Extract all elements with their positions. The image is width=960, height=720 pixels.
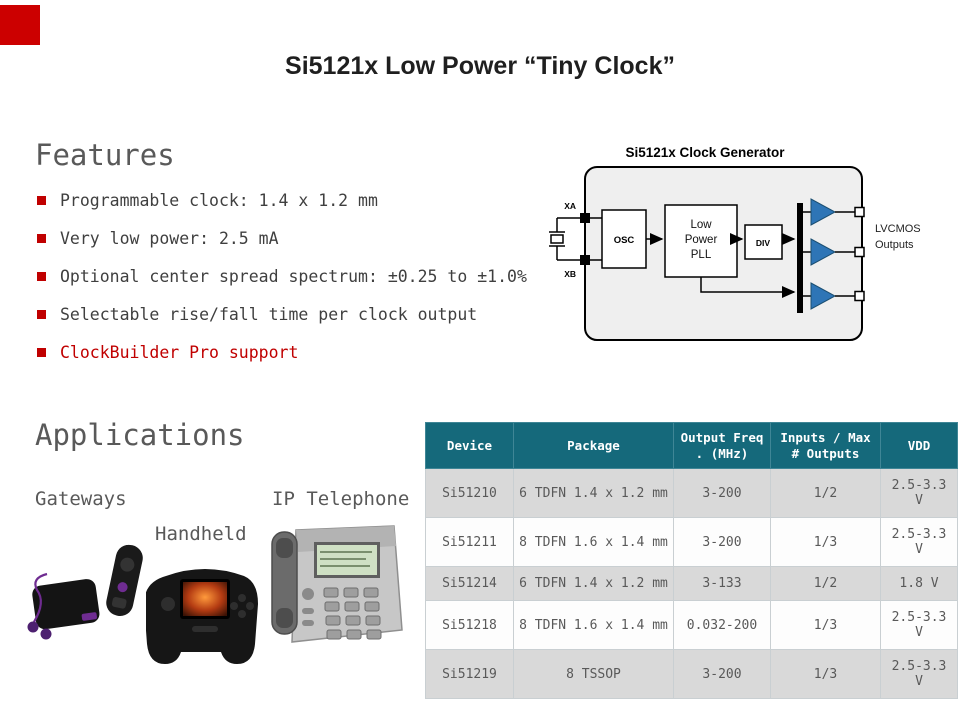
handheld-image xyxy=(146,569,258,664)
diagram-title: Si5121x Clock Generator xyxy=(625,145,785,160)
cell-output-freq: 0.032-200 xyxy=(673,600,771,651)
ip-telephone-image xyxy=(271,525,403,643)
feature-item: Programmable clock: 1.4 x 1.2 mm xyxy=(37,190,547,212)
cell-inputs-outputs: 1/2 xyxy=(770,566,881,602)
col-header-vdd: VDD xyxy=(880,421,958,470)
table-row: Si51211 8 TDFN 1.6 x 1.4 mm 3-200 1/3 2.… xyxy=(425,517,958,568)
feature-text: Very low power: 2.5 mA xyxy=(60,229,279,248)
pll-block xyxy=(664,204,738,278)
bullet-icon xyxy=(37,348,46,357)
xa-pin xyxy=(580,213,590,223)
gateways-image xyxy=(27,544,143,640)
bullet-icon xyxy=(37,272,46,281)
app-label-ip-telephone: IP Telephone xyxy=(272,488,410,510)
col-header-device: Device xyxy=(425,421,514,470)
app-label-handheld: Handheld xyxy=(155,523,247,545)
feature-item: Very low power: 2.5 mA xyxy=(37,228,547,250)
crystal-icon xyxy=(549,217,580,261)
cell-output-freq: 3-200 xyxy=(673,468,771,519)
xa-label: XA xyxy=(564,201,576,211)
cell-vdd: 2.5-3.3 V xyxy=(880,649,958,700)
cell-device: Si51214 xyxy=(425,566,514,602)
table-row: Si51210 6 TDFN 1.4 x 1.2 mm 3-200 1/2 2.… xyxy=(425,468,958,519)
applications-heading: Applications xyxy=(35,418,245,452)
wire-pll-bypass xyxy=(700,277,796,298)
cell-package: 8 TDFN 1.6 x 1.4 mm xyxy=(513,600,674,651)
feature-item: Optional center spread spectrum: ±0.25 t… xyxy=(37,266,547,288)
slide-title: Si5121x Low Power “Tiny Clock” xyxy=(285,52,675,80)
cell-device: Si51218 xyxy=(425,600,514,651)
lvcmos-label-line2: Outputs xyxy=(875,239,914,251)
lvcmos-label-line1: LVCMOS xyxy=(875,223,921,235)
device-spec-table: Device Package Output Freq . (MHz) Input… xyxy=(425,421,958,700)
cell-package: 8 TSSOP xyxy=(513,649,674,700)
cell-output-freq: 3-200 xyxy=(673,517,771,568)
cell-inputs-outputs: 1/3 xyxy=(770,600,881,651)
clock-generator-diagram: Si5121x Clock Generator XA XB OSC Low P xyxy=(545,140,960,355)
cell-package: 8 TDFN 1.6 x 1.4 mm xyxy=(513,517,674,568)
table-row: Si51219 8 TSSOP 3-200 1/3 2.5-3.3 V xyxy=(425,649,958,700)
cell-inputs-outputs: 1/3 xyxy=(770,649,881,700)
features-heading: Features xyxy=(35,138,175,172)
output-buffer-1 xyxy=(803,198,865,226)
cell-device: Si51219 xyxy=(425,649,514,700)
cell-output-freq: 3-133 xyxy=(673,566,771,602)
output-bus xyxy=(797,203,803,313)
cell-vdd: 1.8 V xyxy=(880,566,958,602)
cell-package: 6 TDFN 1.4 x 1.2 mm xyxy=(513,468,674,519)
cell-vdd: 2.5-3.3 V xyxy=(880,600,958,651)
xb-pin xyxy=(580,255,590,265)
cell-inputs-outputs: 1/3 xyxy=(770,517,881,568)
feature-text: Programmable clock: 1.4 x 1.2 mm xyxy=(60,191,378,210)
app-label-gateways: Gateways xyxy=(35,488,127,510)
bullet-icon xyxy=(37,234,46,243)
xb-label: XB xyxy=(564,269,576,279)
feature-item: Selectable rise/fall time per clock outp… xyxy=(37,304,547,326)
output-buffer-3 xyxy=(803,282,865,310)
slide-corner-accent xyxy=(0,5,40,45)
table-header-row: Device Package Output Freq . (MHz) Input… xyxy=(425,421,958,470)
table-row: Si51214 6 TDFN 1.4 x 1.2 mm 3-133 1/2 1.… xyxy=(425,566,958,602)
cell-output-freq: 3-200 xyxy=(673,649,771,700)
features-list: Programmable clock: 1.4 x 1.2 mm Very lo… xyxy=(37,190,547,380)
div-block xyxy=(744,224,783,260)
feature-item-clockbuilder: ClockBuilder Pro support xyxy=(37,342,547,364)
cell-package: 6 TDFN 1.4 x 1.2 mm xyxy=(513,566,674,602)
feature-text: Selectable rise/fall time per clock outp… xyxy=(60,305,478,324)
bullet-icon xyxy=(37,196,46,205)
cell-inputs-outputs: 1/2 xyxy=(770,468,881,519)
osc-label: OSC xyxy=(614,235,635,246)
cell-vdd: 2.5-3.3 V xyxy=(880,517,958,568)
col-header-package: Package xyxy=(513,421,674,470)
pll-label-line3: PLL xyxy=(691,249,712,261)
col-header-output-freq: Output Freq . (MHz) xyxy=(673,421,771,470)
bullet-icon xyxy=(37,310,46,319)
cell-device: Si51211 xyxy=(425,517,514,568)
cell-device: Si51210 xyxy=(425,468,514,519)
feature-text: ClockBuilder Pro support xyxy=(60,343,299,362)
table-row: Si51218 8 TDFN 1.6 x 1.4 mm 0.032-200 1/… xyxy=(425,600,958,651)
col-header-inputs-outputs: Inputs / Max # Outputs xyxy=(770,421,881,470)
pll-label-line1: Low xyxy=(690,219,712,231)
output-buffer-2 xyxy=(803,238,865,266)
cell-vdd: 2.5-3.3 V xyxy=(880,468,958,519)
osc-block xyxy=(601,209,647,269)
clock-generator-diagram-svg: Si5121x Clock Generator XA XB OSC Low P xyxy=(549,145,921,341)
feature-text: Optional center spread spectrum: ±0.25 t… xyxy=(60,267,527,286)
div-label: DIV xyxy=(756,238,771,248)
pll-label-line2: Power xyxy=(685,234,718,246)
